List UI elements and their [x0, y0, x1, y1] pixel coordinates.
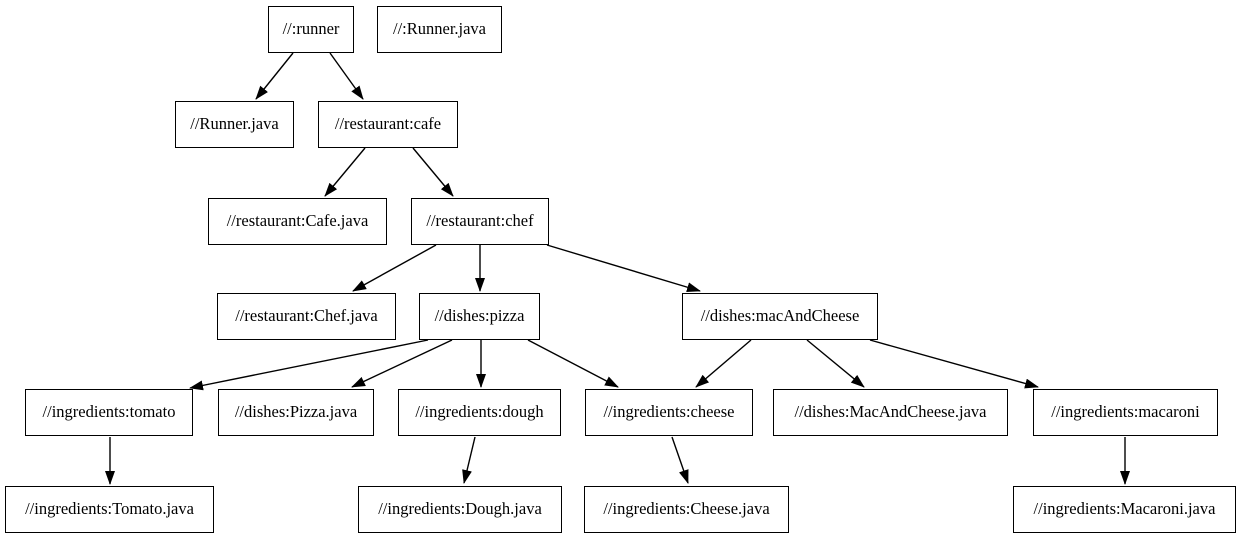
graph-node-label: //ingredients:Cheese.java	[603, 499, 770, 519]
graph-node-label: //ingredients:Dough.java	[378, 499, 542, 519]
graph-node-cheese: //ingredients:cheese	[585, 389, 753, 436]
graph-node-cafe-java: //restaurant:Cafe.java	[208, 198, 387, 245]
graph-node-label: //ingredients:dough	[415, 402, 544, 422]
edge-chef-to-chef-java	[352, 244, 437, 292]
graph-node-label: //ingredients:macaroni	[1051, 402, 1200, 422]
edge-runner-to-runner-java	[255, 52, 294, 100]
graph-node-chef-java: //restaurant:Chef.java	[217, 293, 396, 340]
graph-node-label: //restaurant:Cafe.java	[226, 211, 369, 231]
edge-macandcheese-to-macaroni	[869, 339, 1039, 389]
edges-group	[105, 52, 1130, 485]
edge-cheese-to-cheese-java	[671, 436, 689, 484]
graph-node-pizza-java: //dishes:Pizza.java	[218, 389, 374, 436]
graph-node-label: //restaurant:Chef.java	[235, 306, 378, 326]
edge-cafe-to-chef	[412, 147, 454, 197]
graph-node-runner-java: //Runner.java	[175, 101, 294, 148]
graph-node-label: //ingredients:Macaroni.java	[1033, 499, 1216, 519]
edge-pizza-to-pizza-java	[351, 339, 453, 388]
graph-node-dough-java: //ingredients:Dough.java	[358, 486, 562, 533]
edge-dough-to-dough-java	[462, 436, 476, 484]
graph-node-dough: //ingredients:dough	[398, 389, 561, 436]
graph-node-cafe: //restaurant:cafe	[318, 101, 458, 148]
graph-node-label: //ingredients:Tomato.java	[25, 499, 194, 519]
edge-pizza-to-cheese	[527, 339, 619, 388]
graph-node-tomato-java: //ingredients:Tomato.java	[5, 486, 214, 533]
graph-node-label: //restaurant:cafe	[334, 114, 442, 134]
edge-cafe-to-cafe-java	[324, 147, 366, 197]
graph-node-tomato: //ingredients:tomato	[25, 389, 193, 436]
edge-chef-to-macandcheese	[546, 244, 701, 293]
graph-node-label: //restaurant:chef	[426, 211, 534, 231]
graph-node-chef: //restaurant:chef	[411, 198, 549, 245]
graph-node-macandcheese: //dishes:macAndCheese	[682, 293, 878, 340]
graph-node-label: //Runner.java	[190, 114, 279, 134]
graph-node-macandcheese-java: //dishes:MacAndCheese.java	[773, 389, 1008, 436]
graph-node-pizza: //dishes:pizza	[419, 293, 540, 340]
graph-node-macaroni-java: //ingredients:Macaroni.java	[1013, 486, 1236, 533]
graph-node-label: //dishes:pizza	[434, 306, 525, 326]
graph-node-cheese-java: //ingredients:Cheese.java	[584, 486, 789, 533]
graph-node-label: //ingredients:cheese	[603, 402, 735, 422]
graph-node-label: //:runner	[282, 19, 340, 39]
graph-node-macaroni: //ingredients:macaroni	[1033, 389, 1218, 436]
edge-pizza-to-tomato	[189, 339, 429, 391]
graph-node-runner: //:runner	[268, 6, 354, 53]
edge-runner-to-cafe	[329, 52, 364, 100]
edge-macandcheese-to-cheese	[695, 339, 752, 388]
graph-node-label: //dishes:macAndCheese	[700, 306, 860, 326]
graph-node-runner-java-file: //:Runner.java	[377, 6, 502, 53]
graph-node-label: //dishes:MacAndCheese.java	[794, 402, 987, 422]
graph-node-label: //dishes:Pizza.java	[234, 402, 358, 422]
graph-node-label: //ingredients:tomato	[42, 402, 176, 422]
edge-macandcheese-to-macandcheese-java	[806, 339, 865, 388]
graph-node-label: //:Runner.java	[392, 19, 487, 39]
